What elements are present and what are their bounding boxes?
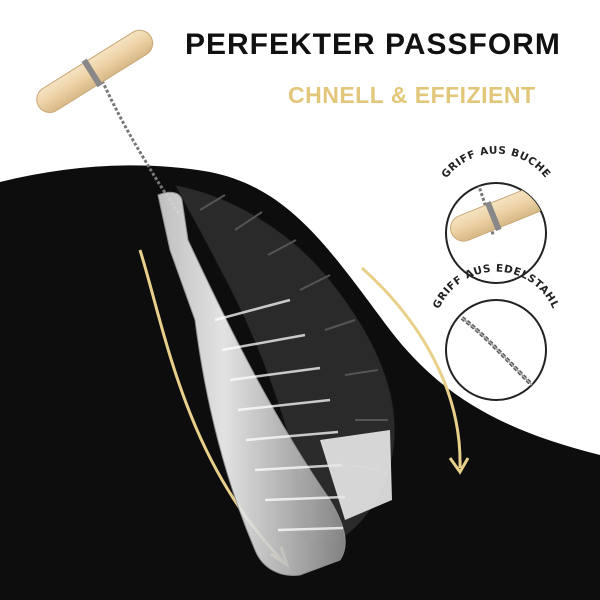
wooden-handle-icon (450, 183, 546, 242)
callout-label-beech: GRIFF AUS BUCHE (439, 144, 552, 180)
bottle-brush (36, 29, 396, 577)
headline: PERFEKTER PASSFORM (185, 28, 561, 61)
right-curved-arrow (360, 266, 470, 475)
tagline: CHNELL & EFFIZIENT (288, 82, 536, 108)
callout-steel-wire (445, 299, 547, 401)
wooden-handle (36, 29, 154, 113)
twisted-wire-icon (460, 316, 534, 387)
callout-beech-handle (445, 182, 547, 284)
